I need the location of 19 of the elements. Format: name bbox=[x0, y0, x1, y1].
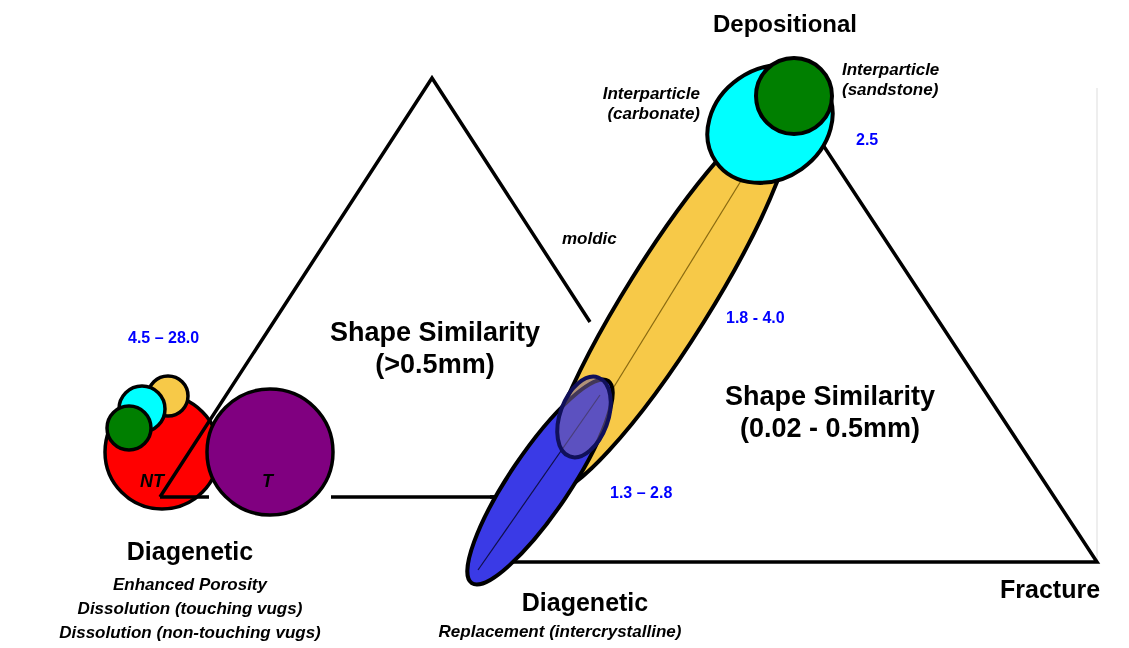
vertex-label: Depositional bbox=[712, 10, 858, 39]
pore-type-label: Interparticle (carbonate) bbox=[601, 84, 700, 125]
ratio-value: 1.8 - 4.0 bbox=[726, 308, 786, 328]
vertex-label: Diagenetic bbox=[125, 536, 255, 566]
ratio-value: 4.5 – 28.0 bbox=[128, 328, 201, 348]
pore-type-label: Dissolution (touching vugs) bbox=[76, 599, 304, 620]
pore-type-label: Dissolution (non-touching vugs) bbox=[58, 623, 322, 644]
pore-type-label: NT bbox=[140, 472, 164, 490]
region-label: Shape Similarity (>0.5mm) bbox=[328, 316, 542, 381]
ratio-value: 2.5 bbox=[856, 130, 880, 150]
vertex-label: Fracture bbox=[1000, 574, 1102, 604]
vertex-label: Diagenetic bbox=[520, 587, 650, 617]
region-label: Shape Similarity (0.02 - 0.5mm) bbox=[723, 380, 937, 445]
pore-type-label: Enhanced Porosity bbox=[112, 575, 269, 596]
ratio-value: 1.3 – 2.8 bbox=[610, 483, 674, 503]
pore-type-label: T bbox=[262, 472, 273, 490]
pore-type-label: moldic bbox=[562, 229, 618, 250]
pore-type-label: Replacement (intercrystalline) bbox=[437, 622, 683, 643]
pore-type-label: Interparticle (sandstone) bbox=[842, 60, 941, 101]
